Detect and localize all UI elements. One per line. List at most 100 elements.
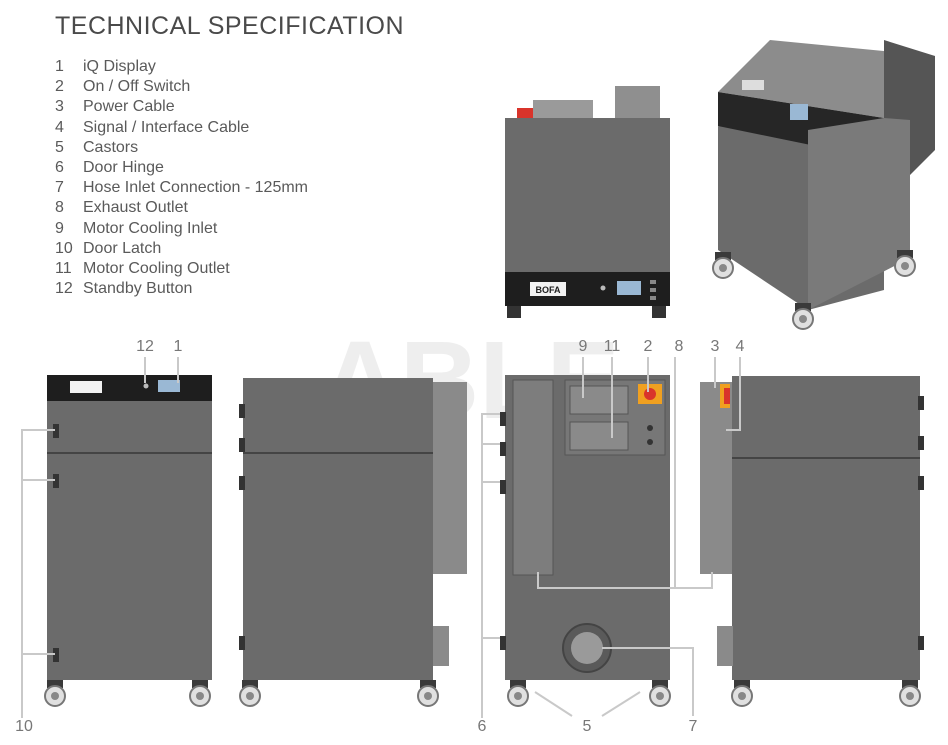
- castor-icon: [899, 679, 921, 707]
- spec-number: 8: [55, 199, 64, 217]
- front-view: [44, 375, 212, 707]
- callout-10: 10: [15, 718, 33, 735]
- castor-icon: [417, 679, 439, 707]
- iso-display-icon: [790, 104, 808, 120]
- castor-icon: [712, 251, 734, 279]
- spec-number: 10: [55, 239, 73, 257]
- castor-icon: [894, 249, 916, 277]
- castor-icon: [507, 679, 529, 707]
- spec-number: 11: [55, 259, 72, 277]
- hose-inlet-icon: [571, 632, 603, 664]
- door-hinge-icon: [239, 438, 245, 452]
- castor-icon: [239, 679, 261, 707]
- isometric-view: [712, 40, 935, 330]
- callout-5: 5: [582, 718, 592, 735]
- spec-number: 2: [55, 78, 64, 96]
- spec-item: 10 Door Latch: [55, 240, 308, 260]
- callout-2: 2: [643, 338, 653, 355]
- indicator-icon: [650, 288, 656, 292]
- castor-icon: [44, 679, 66, 707]
- door-hinge-icon: [500, 442, 506, 456]
- connector-icon: [647, 425, 653, 431]
- spec-label: Hose Inlet Connection - 125mm: [83, 179, 308, 197]
- iso-top: [718, 40, 935, 118]
- leader-lines: [21, 357, 741, 718]
- unit-body: [47, 375, 212, 680]
- door-hinge-icon: [918, 476, 924, 490]
- door-hinge-icon: [918, 436, 924, 450]
- motor-cooling-inlet: [569, 385, 629, 415]
- unit-body: [243, 378, 433, 680]
- spec-label: On / Off Switch: [83, 78, 191, 96]
- iq-display-icon: [617, 281, 641, 295]
- spec-number: 7: [55, 179, 64, 197]
- spec-number: 5: [55, 138, 64, 156]
- iso-right-side: [808, 118, 910, 310]
- control-panel: [505, 272, 670, 306]
- unit-body: [732, 376, 920, 680]
- spec-label: Door Latch: [83, 239, 162, 257]
- castor-icon: [652, 306, 666, 318]
- power-switch-icon: [517, 108, 533, 120]
- spec-number: 4: [55, 118, 64, 136]
- exhaust-outlet: [615, 86, 660, 120]
- spec-number: 6: [55, 158, 64, 176]
- door-hinge-icon: [500, 480, 506, 494]
- brand-logo: [70, 381, 102, 393]
- left-side-view: [239, 378, 467, 707]
- spec-item: 7 Hose Inlet Connection - 125mm: [55, 179, 308, 199]
- spec-item: 2 On / Off Switch: [55, 78, 308, 98]
- duct-column: [512, 379, 554, 576]
- spec-number: 9: [55, 219, 64, 237]
- callout-3: 3: [710, 338, 720, 355]
- spec-item: 1 iQ Display: [55, 58, 308, 78]
- right-side-view: [700, 376, 924, 707]
- switch-knob-icon: [724, 388, 730, 404]
- indicator-icon: [650, 296, 656, 300]
- spec-item: 6 Door Hinge: [55, 159, 308, 179]
- spec-number: 1: [55, 58, 64, 75]
- spec-number: 3: [55, 98, 64, 116]
- castor-icon: [649, 679, 671, 707]
- duct-column: [700, 382, 732, 574]
- door-hinge-icon: [500, 636, 506, 650]
- standby-button-icon: [600, 285, 606, 291]
- spec-label: iQ Display: [83, 58, 156, 75]
- brand-text: BOFA: [535, 285, 561, 295]
- spec-item: 5 Castors: [55, 139, 308, 159]
- castor-icon: [731, 679, 753, 707]
- hose-inlet: [717, 626, 733, 666]
- spec-label: Exhaust Outlet: [83, 199, 188, 217]
- brand-logo: [530, 282, 566, 296]
- spec-label: Door Hinge: [83, 158, 164, 176]
- castor-icon: [507, 306, 521, 318]
- callout-4: 4: [735, 338, 745, 355]
- callout-9: 9: [578, 338, 588, 355]
- iso-logo: [742, 80, 764, 90]
- spec-label: Signal / Interface Cable: [83, 118, 250, 136]
- door-hinge-icon: [918, 636, 924, 650]
- iq-display-icon: [158, 380, 180, 392]
- spec-item: 9 Motor Cooling Inlet: [55, 220, 308, 240]
- page-title: TECHNICAL SPECIFICATION: [55, 12, 405, 40]
- callout-8: 8: [674, 338, 684, 355]
- motor-cooling-outlet: [569, 421, 629, 451]
- spec-item: 4 Signal / Interface Cable: [55, 119, 308, 139]
- castor-icon: [792, 302, 814, 330]
- callout-7: 7: [688, 718, 698, 735]
- spec-item: 8 Exhaust Outlet: [55, 199, 308, 219]
- exhaust-duct: [533, 100, 593, 120]
- rear-view: [500, 375, 671, 707]
- spec-label: Castors: [83, 138, 139, 156]
- spec-label: Motor Cooling Inlet: [83, 219, 218, 237]
- door-hinge-icon: [239, 636, 245, 650]
- door-hinge-icon: [500, 412, 506, 426]
- duct-column: [433, 382, 467, 574]
- door-hinge-icon: [918, 396, 924, 410]
- callout-12: 12: [136, 338, 154, 355]
- door-hinge-icon: [239, 476, 245, 490]
